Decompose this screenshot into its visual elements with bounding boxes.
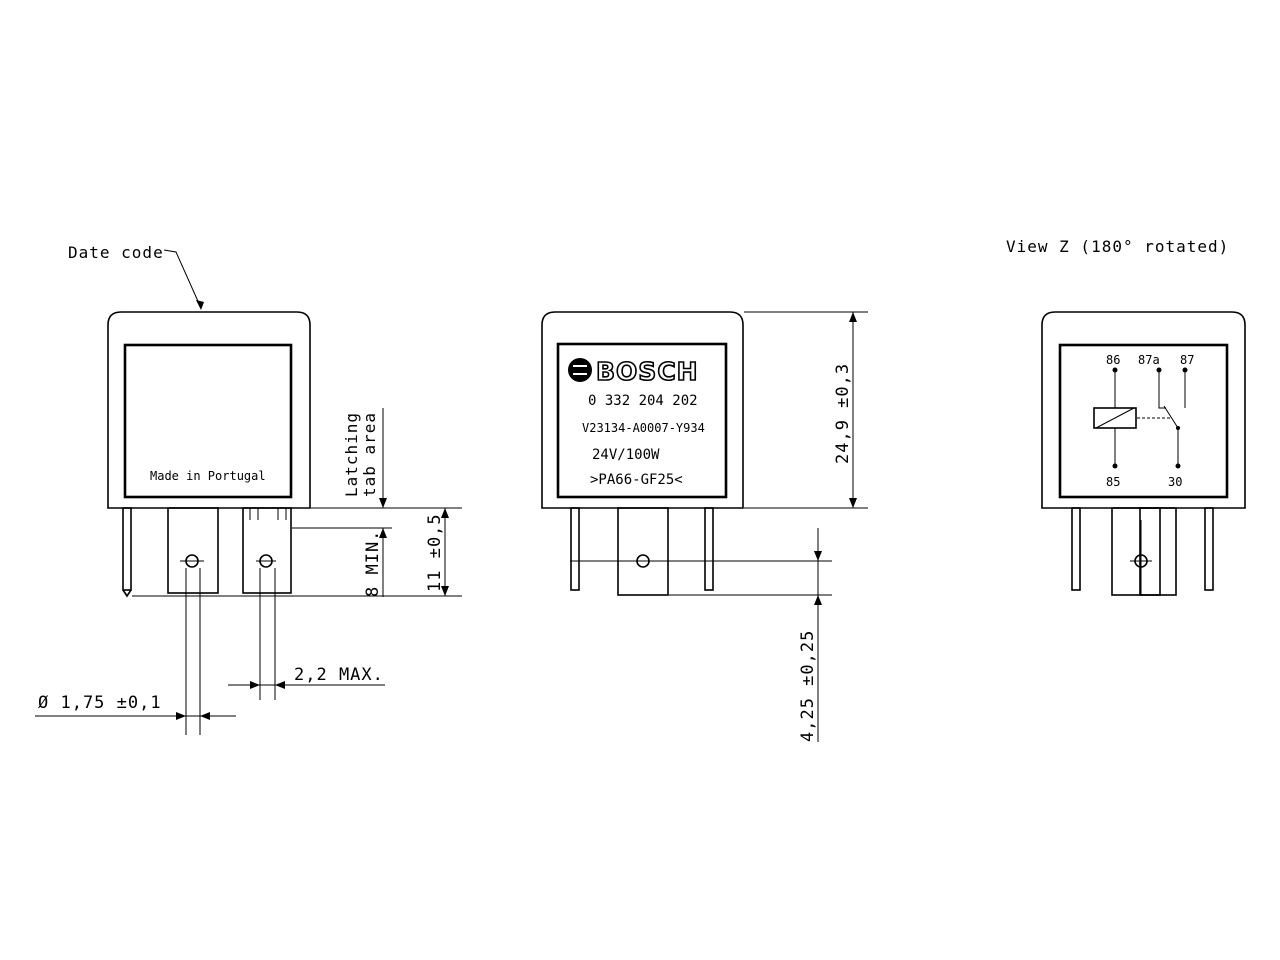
dim-11-arrows <box>441 508 449 596</box>
left-pin-1-tip <box>122 589 132 598</box>
pin-30-label: 30 <box>1168 475 1182 489</box>
node-85 <box>1112 463 1118 469</box>
dim-2-2-arrows <box>250 681 285 689</box>
dim-8-min: 8 MIN. <box>363 530 383 597</box>
view-z-title: View Z (180° rotated) <box>1006 237 1229 256</box>
part-number: 0 332 204 202 <box>588 393 698 409</box>
left-pin-1 <box>122 507 132 591</box>
pin-85-label: 85 <box>1106 475 1120 489</box>
left-view: Date code Made in Portugal Latching tab … <box>35 243 462 735</box>
left-label-panel <box>123 343 293 499</box>
dim-height: 24,9 ±0,3 <box>833 363 853 464</box>
switch-pivot <box>1176 426 1180 430</box>
right-pin-4 <box>1204 507 1214 591</box>
right-pin-centerlines <box>1130 520 1152 595</box>
left-pin-2 <box>167 507 219 594</box>
right-pin-1 <box>1071 507 1081 591</box>
pin-86-label: 86 <box>1106 353 1120 367</box>
date-code-leader <box>163 249 202 309</box>
material: >PA66-GF25< <box>590 472 683 488</box>
front-pin-3 <box>704 507 714 591</box>
date-code-label: Date code <box>68 243 164 262</box>
brand-name: BOSCH <box>596 357 699 386</box>
dim-pin-lines <box>669 528 832 742</box>
left-housing <box>107 311 311 509</box>
schematic-panel <box>1058 343 1229 499</box>
latching-dim-lines <box>292 408 392 597</box>
dim-height-lines <box>744 311 868 509</box>
switch-blade <box>1163 405 1179 466</box>
dim-diameter-arrows <box>176 712 210 720</box>
latching-label-2: tab area <box>360 412 379 497</box>
dim-diameter: Ø 1,75 ±0,1 <box>38 693 162 713</box>
rating: 24V/100W <box>592 447 660 463</box>
front-pin-2 <box>617 507 669 596</box>
dim-11: 11 ±0,5 <box>425 513 445 592</box>
wire-87a <box>1158 370 1166 409</box>
left-pin-3 <box>242 507 292 594</box>
latch-tabs <box>249 508 287 520</box>
pin-87-label: 87 <box>1180 353 1194 367</box>
front-pin-1 <box>570 507 580 591</box>
dim-pin: 4,25 ±0,25 <box>798 630 818 742</box>
bosch-logo-icon <box>568 358 592 382</box>
type-code: V23134-A0007-Y934 <box>582 421 705 435</box>
bosch-logo-lines <box>573 365 587 375</box>
dim-2-2-max: 2,2 MAX. <box>294 665 384 685</box>
made-in-label: Made in Portugal <box>150 469 266 483</box>
dim-11-lines <box>132 507 462 597</box>
front-view: BOSCH 0 332 204 202 V23134-A0007-Y934 24… <box>541 311 868 742</box>
right-pin-2 <box>1111 507 1161 596</box>
pin-87a-label: 87a <box>1138 353 1160 367</box>
node-30 <box>1175 463 1181 469</box>
front-housing <box>541 311 744 509</box>
right-view: View Z (180° rotated) 86 87a 87 85 30 <box>1006 237 1246 596</box>
latching-label-1: Latching <box>342 412 361 497</box>
latching-arrows <box>379 498 387 538</box>
right-housing <box>1041 311 1246 509</box>
date-code-arrow <box>196 300 204 310</box>
right-pin-3 <box>1139 507 1177 596</box>
coil-diagonal <box>1095 407 1135 429</box>
front-label-panel <box>556 342 728 499</box>
